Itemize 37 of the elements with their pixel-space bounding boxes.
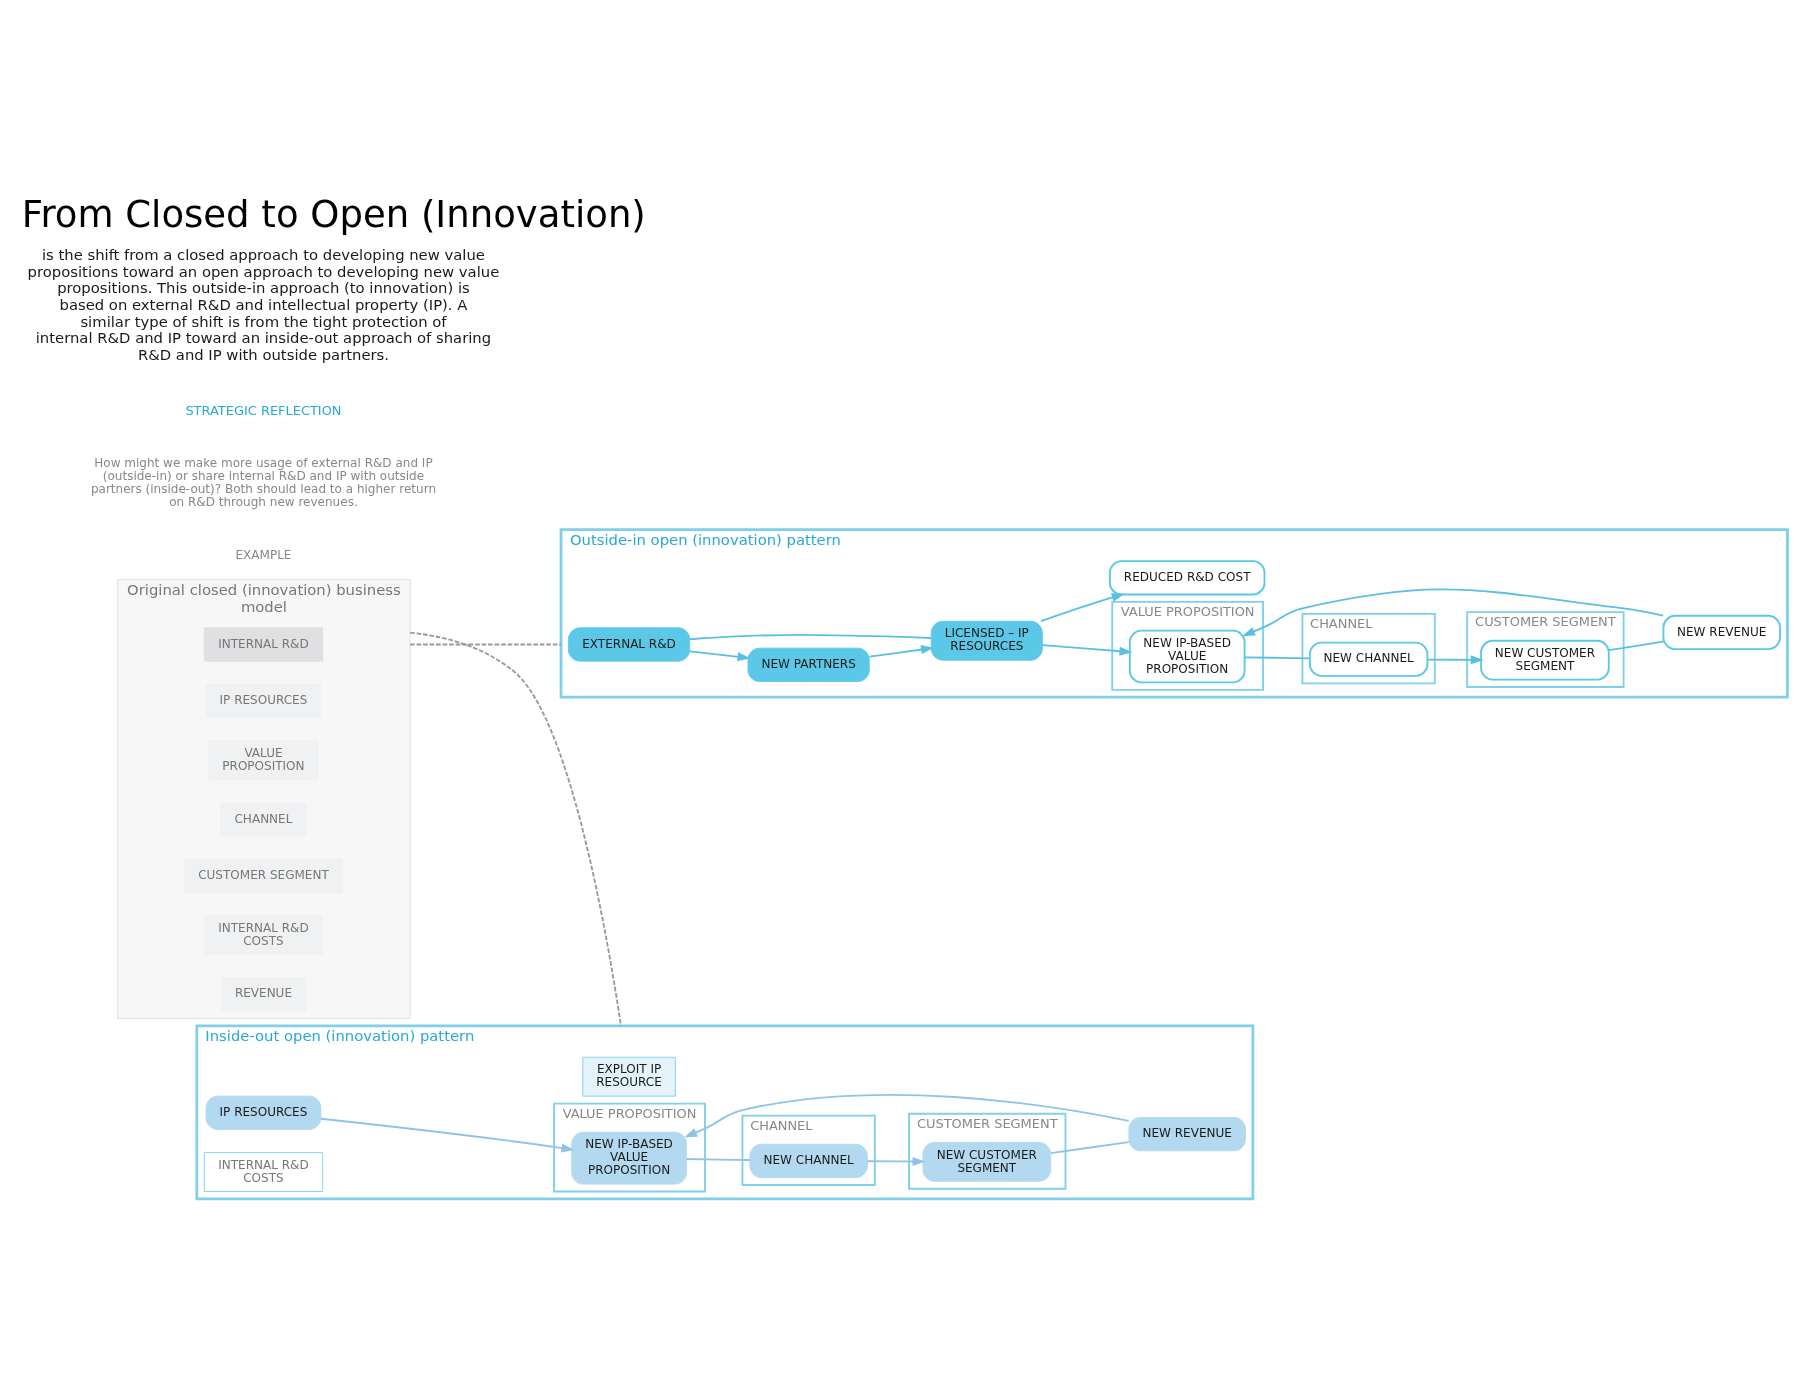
connector [685,1157,751,1161]
node-box: NEW IP-BASED VALUE PROPOSITION [1128,629,1246,683]
node-box: NEW CHANNEL [1308,641,1429,677]
node-box: INTERNAL R&D COSTS [203,1151,324,1192]
node-box: REDUCED R&D COST [1109,559,1266,595]
label: EXAMPLE [235,547,292,562]
node-box: EXTERNAL R&D [567,626,691,662]
node-box: NEW CUSTOMER SEGMENT [1480,639,1610,681]
arrow [1041,643,1133,656]
connector [688,633,932,640]
diagram-title: From Closed to Open (Innovation) [21,192,646,236]
arrow [1242,588,1665,636]
arrow [319,1117,575,1152]
node-box: INTERNAL R&D [203,626,324,662]
connector [409,631,622,1027]
label: STRATEGIC REFLECTION [185,402,342,418]
node-box: IP RESOURCES [205,1095,322,1130]
node-box: NEW REVENUE [1128,1116,1246,1151]
node-box: EXPLOIT IP RESOURCE [582,1056,676,1097]
node-box: NEW CHANNEL [749,1143,868,1178]
node-box: NEW IP-BASED VALUE PROPOSITION [571,1131,687,1185]
arrow [866,1156,926,1166]
arrow [684,1093,1130,1137]
label: is the shift from a closed approach to developing new value propositions toward an open approach to developing new value propositions. This outside-in approach (to innovation) is based on external R&D and intellectual property (IP). A similar type of shift is from the tight protection of internal R&D and IP toward an inside-out approach of sharing R&D and IP with outside partners. [27,245,500,363]
arrow [868,644,934,658]
node-box: NEW REVENUE [1662,614,1781,650]
arrow [688,649,751,661]
connector [1243,655,1311,659]
node-box: NEW PARTNERS [747,647,870,682]
label: How might we make more usage of external R&D and IP (outside-in) or share internal R&D and IP with outside partners (inside-out)? Both should lead to a higher return on R&D through new revenues. [90,455,437,509]
connector [1608,640,1665,651]
node-box: NEW CUSTOMER SEGMENT [922,1141,1052,1182]
connector [1049,1140,1130,1154]
connector [409,643,562,645]
arrow [1040,592,1125,622]
arrow [1426,654,1484,664]
node-box: LICENSED – IP RESOURCES [930,620,1043,661]
